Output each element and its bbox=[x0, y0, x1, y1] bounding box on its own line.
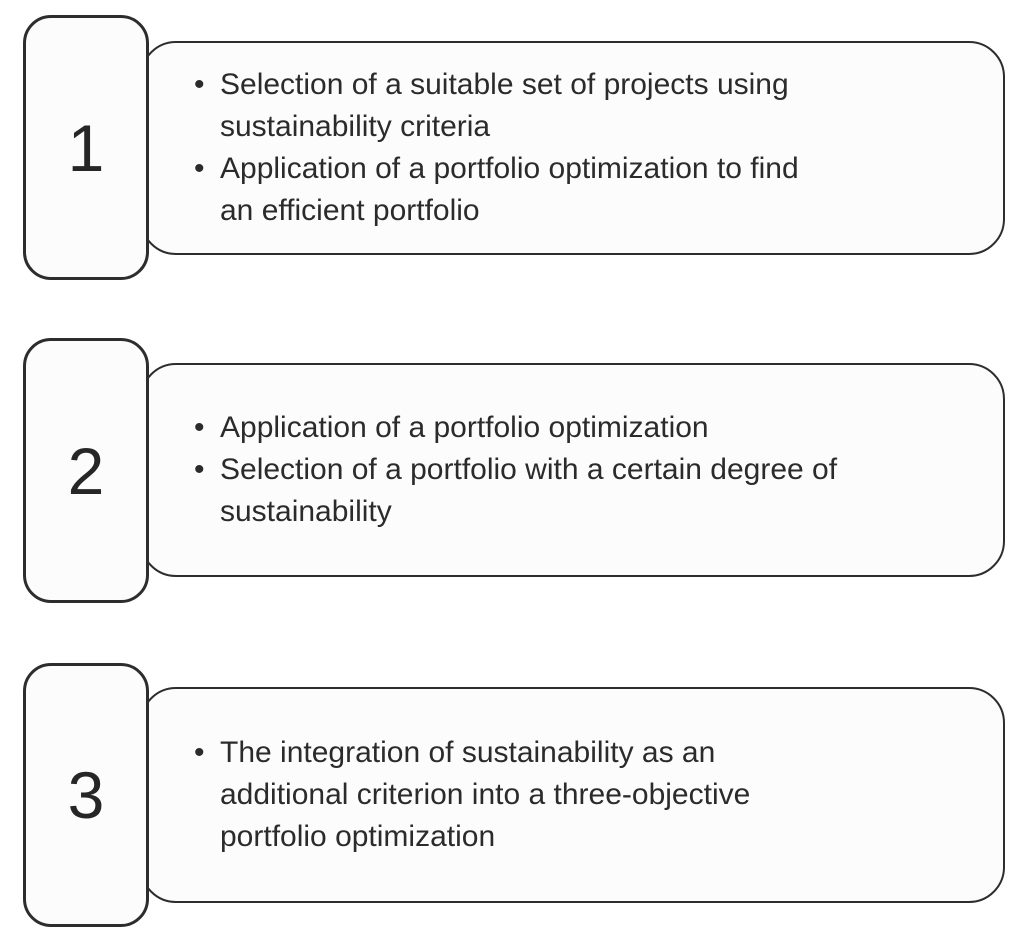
bullet-item: Application of a portfolio optimization bbox=[194, 407, 974, 449]
step-3-content-box: The integration of sustainability as an … bbox=[140, 687, 1005, 903]
bullet-item: Selection of a suitable set of projects … bbox=[194, 64, 974, 148]
step-1-content-box: Selection of a suitable set of projects … bbox=[140, 41, 1005, 255]
step-number: 2 bbox=[67, 433, 105, 508]
bullet-item: Application of a portfolio optimization … bbox=[194, 148, 974, 232]
bullet-item: The integration of sustainability as an … bbox=[194, 732, 974, 858]
step-3-bullet-list: The integration of sustainability as an … bbox=[142, 732, 974, 858]
step-1-number-box: 1 bbox=[23, 15, 149, 280]
step-2-number-box: 2 bbox=[23, 338, 149, 603]
step-3-number-box: 3 bbox=[23, 663, 149, 927]
step-1-bullet-list: Selection of a suitable set of projects … bbox=[142, 64, 974, 232]
step-number: 1 bbox=[67, 110, 105, 185]
bullet-item: Selection of a portfolio with a certain … bbox=[194, 449, 974, 533]
step-number: 3 bbox=[67, 758, 105, 832]
step-2-content-box: Application of a portfolio optimization … bbox=[140, 363, 1005, 577]
step-2-bullet-list: Application of a portfolio optimization … bbox=[142, 407, 974, 533]
